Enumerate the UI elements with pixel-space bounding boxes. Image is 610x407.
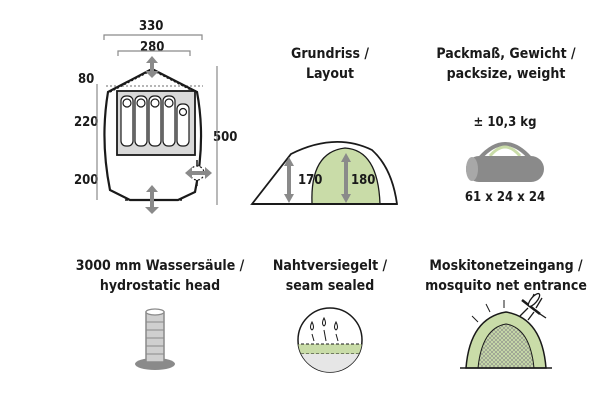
dim-length-total: 500 bbox=[213, 130, 238, 145]
seam-title-line2: seam sealed bbox=[285, 278, 375, 294]
pack-title: Packmaß, Gewicht / packsize, weight bbox=[421, 44, 591, 84]
sleeping-bags bbox=[120, 95, 190, 147]
height-right-label: 180 bbox=[351, 173, 376, 188]
mosquito-title-line1: Moskitonetzeingang / bbox=[429, 258, 583, 274]
seam-title: Nahtversiegelt / seam sealed bbox=[245, 256, 415, 296]
layout-title-line1: Grundriss / bbox=[290, 46, 369, 62]
dim-depth-top: 80 bbox=[78, 72, 95, 87]
pack-title-line1: Packmaß, Gewicht / bbox=[436, 46, 576, 62]
seam-title-line1: Nahtversiegelt / bbox=[272, 258, 388, 274]
pack-size: 61 x 24 x 24 bbox=[464, 190, 546, 205]
entrance-arrows bbox=[145, 56, 212, 214]
hydro-title-line1: 3000 mm Wassersäule / bbox=[75, 258, 245, 274]
dim-width-outer: 330 bbox=[139, 19, 164, 34]
layout-title-line2: Layout bbox=[306, 66, 354, 82]
pack-title-line2: packsize, weight bbox=[446, 66, 566, 82]
mosquito-title: Moskitonetzeingang / mosquito net entran… bbox=[421, 256, 591, 296]
pack-weight: ± 10,3 kg bbox=[473, 115, 537, 130]
mosquito-icon bbox=[519, 292, 547, 321]
layout-title: Grundriss / Layout bbox=[245, 44, 415, 84]
height-left-label: 170 bbox=[298, 173, 323, 188]
hydro-title-line2: hydrostatic head bbox=[99, 278, 221, 294]
dim-depth-mid: 220 bbox=[74, 115, 99, 130]
mosquito-title-line2: mosquito net entrance bbox=[425, 278, 587, 294]
dim-depth-bottom: 200 bbox=[74, 173, 99, 188]
hydro-title: 3000 mm Wassersäule / hydrostatic head bbox=[70, 256, 250, 296]
